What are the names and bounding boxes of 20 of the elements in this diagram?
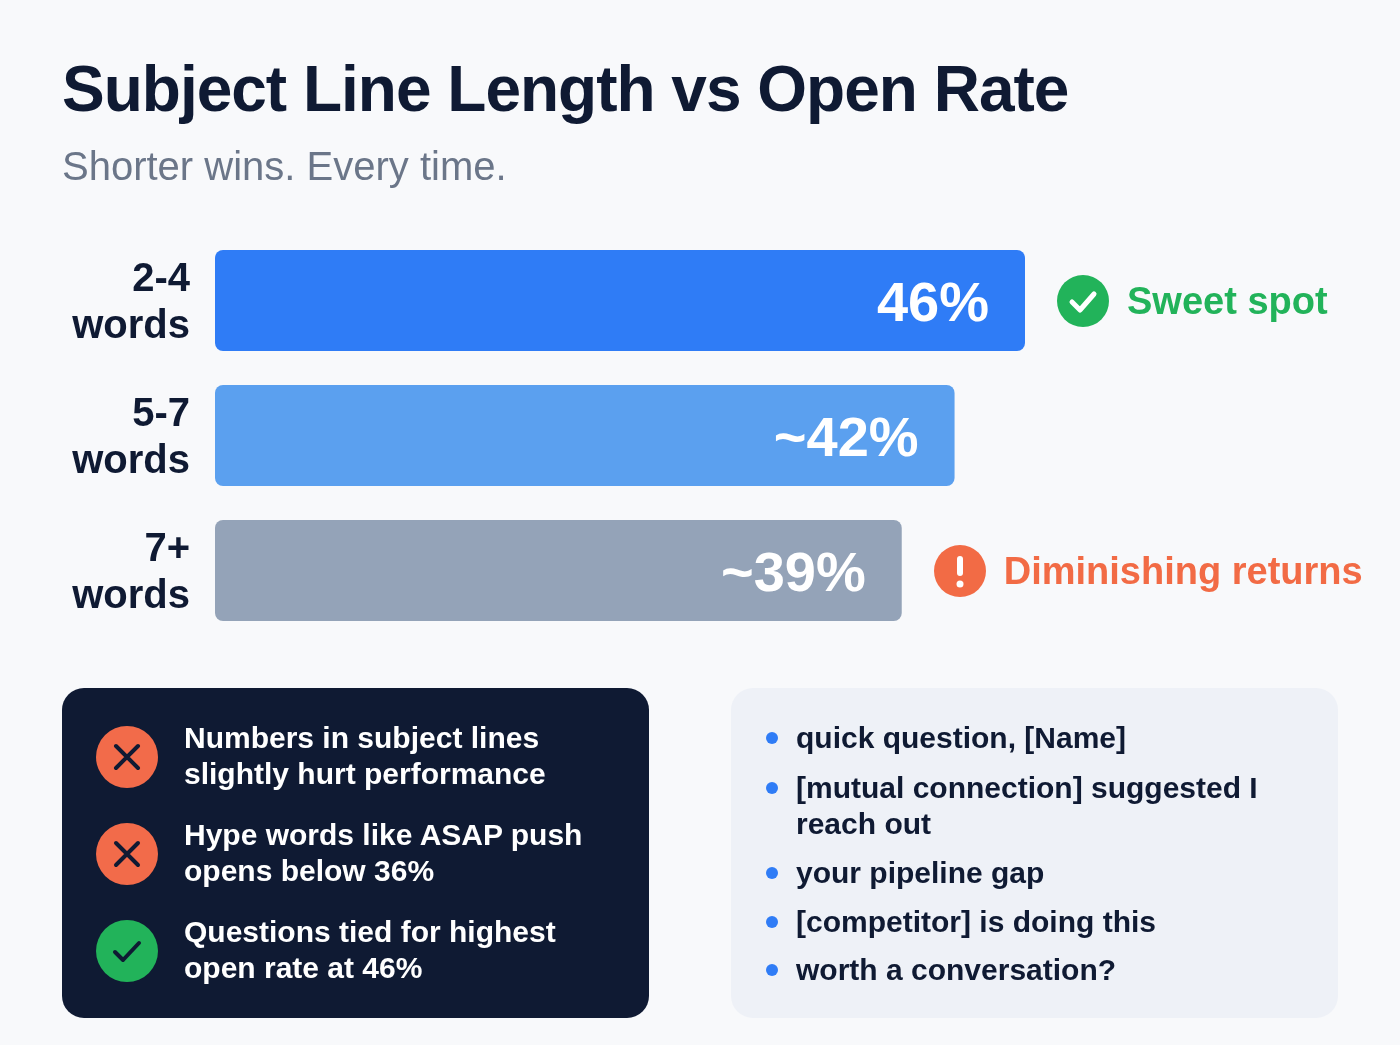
list-item: Questions tied for highest open rate at 46% (184, 914, 604, 986)
list-item: [mutual connection] suggested I reach out (796, 770, 1306, 842)
category-label: 7+ words (71, 524, 190, 618)
list-item: quick question, [Name] (796, 720, 1306, 756)
list-item: Hype words like ASAP push opens below 36% (184, 817, 604, 889)
annotation: Diminishing returns (1003, 549, 1363, 593)
dark-panel (62, 688, 649, 1018)
value-label: 46% (876, 272, 989, 332)
light-panel (731, 688, 1338, 1018)
list-item: Numbers in subject lines slightly hurt performance (184, 720, 604, 792)
category-label: 2-4 words (71, 254, 190, 348)
subtitle: Shorter wins. Every time. (62, 144, 507, 189)
list-item: your pipeline gap (796, 855, 1306, 891)
value-label: ~39% (720, 542, 866, 602)
value-label: ~42% (773, 407, 919, 467)
title: Subject Line Length vs Open Rate (62, 52, 1069, 126)
annotation: Sweet spot (1127, 279, 1328, 323)
list-item: worth a conversation? (796, 952, 1306, 988)
category-label: 5-7 words (71, 389, 190, 483)
list-item: [competitor] is doing this (796, 904, 1306, 940)
